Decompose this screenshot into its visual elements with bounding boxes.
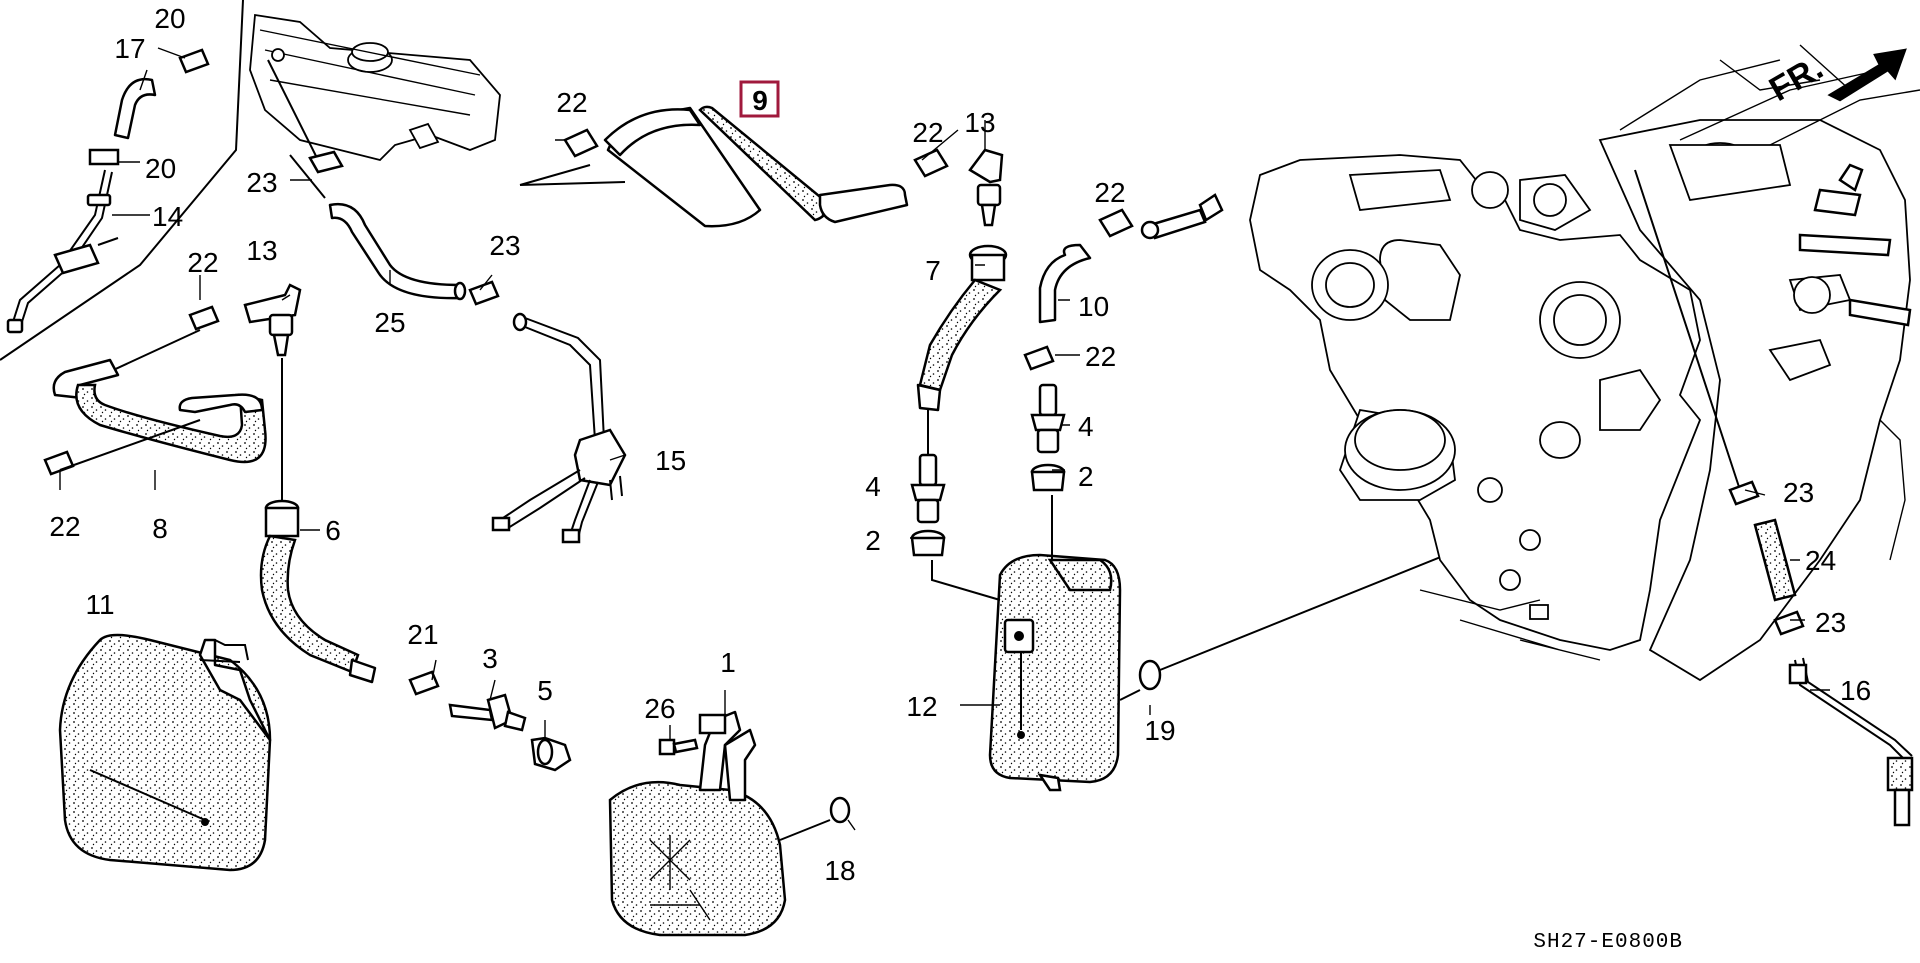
fuel-pipe-top — [1140, 193, 1224, 240]
part-17-hose — [113, 77, 157, 140]
label-part-7: 7 — [925, 255, 941, 286]
part-1-breather-chamber — [608, 710, 787, 937]
label-part-9: 9 — [752, 85, 768, 116]
part-4-connector-left — [910, 410, 946, 524]
label-part-8: 8 — [152, 513, 168, 544]
valve-cover-fragment — [249, 13, 501, 161]
part-20-clamp-lower — [88, 148, 120, 166]
label-part-14: 14 — [152, 201, 183, 232]
label-part-22: 22 — [49, 511, 80, 542]
part-22-clamp-a — [563, 128, 599, 158]
part-8-hose — [52, 358, 267, 464]
label-part-10: 10 — [1078, 291, 1109, 322]
part-22-clamp-f — [43, 450, 75, 476]
part-24-hose — [1753, 518, 1797, 602]
label-part-12: 12 — [906, 691, 937, 722]
highlight-box — [739, 80, 780, 118]
part-23-clamp-a — [308, 150, 344, 174]
part-22-clamp-e — [188, 305, 220, 331]
label-part-23: 23 — [1783, 477, 1814, 508]
part-25-hose — [328, 202, 467, 301]
part-18-ring — [829, 796, 851, 824]
front-direction-indicator: FR. — [1763, 48, 1907, 109]
part-12-reservoir — [988, 553, 1122, 792]
part-4-connector-right — [1030, 383, 1066, 454]
label-part-17: 17 — [114, 33, 145, 64]
engine-assembly — [1249, 44, 1920, 682]
part-23-clamp-d — [1773, 610, 1805, 636]
part-2-grommet-right — [1030, 463, 1066, 492]
label-part-22: 22 — [187, 247, 218, 278]
label-part-18: 18 — [824, 855, 855, 886]
label-part-24: 24 — [1805, 545, 1836, 576]
label-part-22: 22 — [1094, 177, 1125, 208]
part-3-valve — [448, 693, 527, 732]
part-16-pipe — [1788, 657, 1914, 827]
label-part-4: 4 — [1078, 411, 1094, 442]
direction-label: FR. — [1763, 49, 1829, 109]
part-22-clamp-b — [913, 148, 949, 178]
label-part-16: 16 — [1840, 675, 1871, 706]
leader-lines — [59, 47, 1830, 831]
label-part-23: 23 — [1815, 607, 1846, 638]
label-part-23: 23 — [489, 230, 520, 261]
label-part-25: 25 — [374, 307, 405, 338]
part-5-grommet — [530, 736, 572, 772]
label-part-13: 13 — [246, 235, 277, 266]
part-19-ring — [1138, 659, 1162, 691]
label-part-26: 26 — [644, 693, 675, 724]
diagram-code: SH27-E0800B — [1533, 931, 1683, 954]
label-part-22: 22 — [556, 87, 587, 118]
label-part-6: 6 — [325, 515, 341, 546]
label-part-5: 5 — [537, 675, 553, 706]
part-15-valve — [491, 312, 627, 544]
label-part-2: 2 — [1078, 461, 1094, 492]
part-11-cover — [58, 633, 272, 872]
label-part-3: 3 — [482, 643, 498, 674]
part-2-grommet-left — [910, 529, 946, 557]
part-14-fitting — [53, 243, 100, 275]
part-20-clamp-upper — [178, 48, 210, 74]
part-23-clamp-c — [1728, 480, 1760, 506]
label-part-20: 20 — [145, 153, 176, 184]
part-labels: 20 17 20 14 23 25 23 22 9 22 13 22 7 10 … — [49, 3, 1871, 886]
part-10-hose — [1038, 243, 1092, 324]
label-part-19: 19 — [1144, 715, 1175, 746]
label-part-23: 23 — [246, 167, 277, 198]
part-7-hose — [916, 244, 1008, 412]
inset-panel — [0, 0, 244, 361]
part-22-clamp-d — [1023, 345, 1055, 371]
label-part-11: 11 — [85, 589, 114, 620]
label-part-20: 20 — [154, 3, 185, 34]
label-part-22: 22 — [912, 117, 943, 148]
label-part-4: 4 — [865, 471, 881, 502]
label-part-1: 1 — [720, 647, 736, 678]
part-13-valve-right — [968, 148, 1004, 227]
label-part-21: 21 — [407, 619, 438, 650]
label-part-13: 13 — [964, 107, 995, 138]
part-13-valve-left — [243, 283, 302, 357]
part-9-hose — [603, 105, 909, 228]
part-26-bolt — [658, 738, 699, 756]
label-part-2: 2 — [865, 525, 881, 556]
label-part-15: 15 — [655, 445, 686, 476]
label-part-22: 22 — [1085, 341, 1116, 372]
part-22-clamp-c — [1098, 208, 1134, 238]
part-21-clamp — [408, 670, 440, 696]
part-6-hose — [259, 499, 377, 684]
